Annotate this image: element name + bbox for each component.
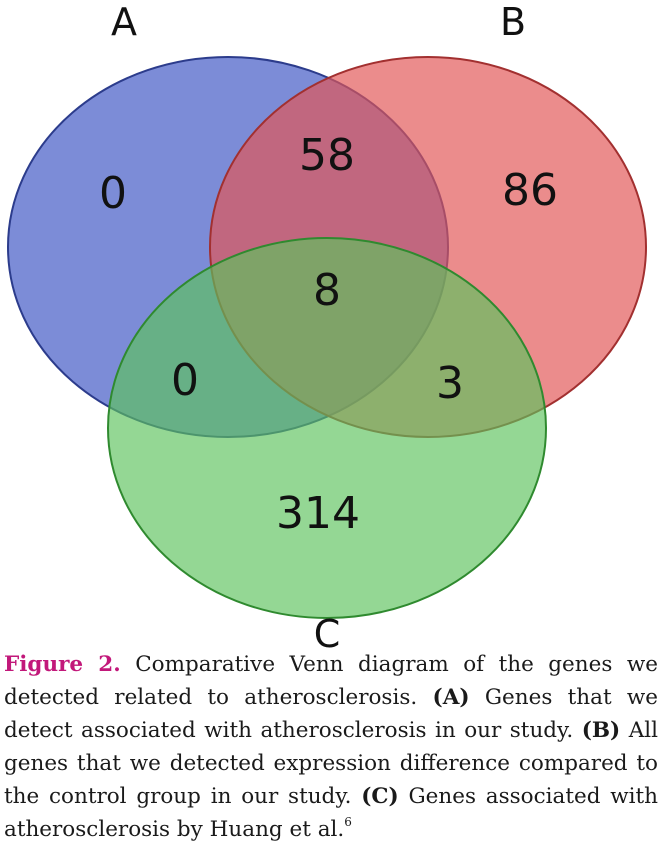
caption-intro: Comparative Venn diagram of the genes we… [4, 652, 658, 710]
region-a-only-count: 0 [99, 168, 127, 219]
venn-diagram: A B C 0 58 86 8 0 3 314 [7, 0, 647, 650]
region-ab-count: 58 [299, 130, 355, 181]
region-b-only-count: 86 [502, 165, 558, 216]
set-a-label: A [111, 0, 137, 44]
set-b-label: B [500, 0, 526, 44]
caption-reference: 6 [344, 814, 352, 829]
region-abc-count: 8 [313, 265, 341, 316]
set-c-circle [107, 237, 547, 619]
caption-marker-c: (C) [361, 784, 399, 809]
region-bc-count: 3 [436, 358, 464, 409]
figure-label: Figure 2. [4, 652, 121, 677]
set-c-label: C [314, 612, 341, 650]
caption-text-c: Genes associated with atherosclerosis by… [4, 784, 658, 842]
caption-marker-b: (B) [581, 718, 621, 743]
region-ac-count: 0 [171, 355, 199, 406]
caption-text-b: All genes that we detected expression di… [4, 718, 658, 809]
caption-marker-a: (A) [432, 685, 470, 710]
figure-caption: Figure 2. Comparative Venn diagram of th… [4, 648, 658, 846]
caption-text-a: Genes that we detect associated with ath… [4, 685, 658, 743]
region-c-only-count: 314 [276, 488, 360, 539]
